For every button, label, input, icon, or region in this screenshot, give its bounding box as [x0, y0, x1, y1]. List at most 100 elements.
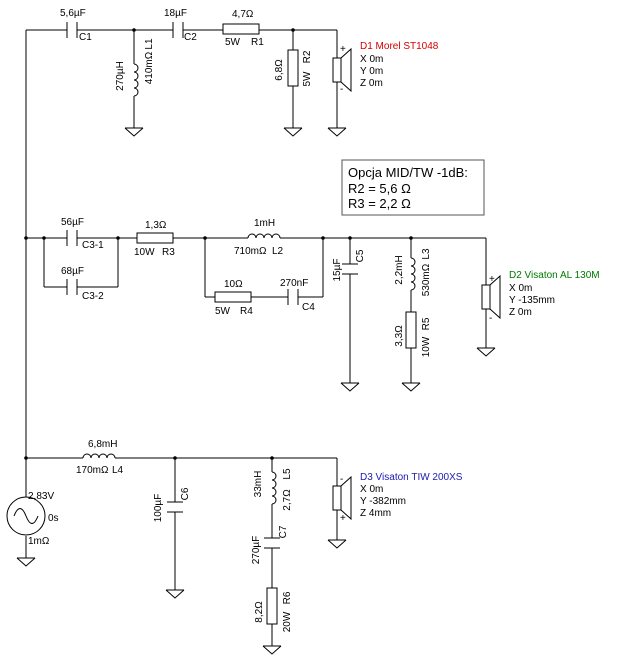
inductor-l3[interactable]: 2,2mH 530mΩ L3 — [394, 238, 432, 312]
c3-2-ref: C3-2 — [82, 291, 104, 302]
l5-res: 2,7Ω — [282, 489, 293, 511]
r3-ref: R3 — [162, 247, 175, 258]
capacitor-c4[interactable]: 270nF C4 — [280, 278, 315, 313]
r6-power: 20W — [282, 611, 293, 632]
r6-value: 8,2Ω — [254, 601, 265, 623]
tweeter-branch: 5,6µF C1 18µF C2 4,7Ω 5W R1 270µH 410mΩ … — [26, 8, 439, 137]
woofer-branch: 6,8mH 170mΩ L4 100µF C6 33mH 2,7Ω L5 — [24, 439, 463, 655]
capacitor-c3-2[interactable]: 68µF C3-2 — [61, 266, 104, 302]
ground-symbol — [340, 382, 360, 392]
inductor-l2[interactable]: 1mH 710mΩ L2 — [234, 218, 284, 257]
r1-ref: R1 — [251, 37, 264, 48]
ground-symbol — [165, 589, 185, 599]
r3-power: 10W — [134, 247, 155, 258]
l1-res: 410mΩ — [144, 51, 155, 84]
speaker-d2[interactable]: + - D2 Visaton AL 130M X 0m Y -135mm Z 0… — [481, 238, 600, 348]
r1-value: 4,7Ω — [232, 9, 254, 20]
c5-value: 15µF — [332, 259, 343, 282]
resistor-r2[interactable]: 6,8Ω 5W R2 — [274, 30, 313, 128]
midrange-branch: 56µF C3-1 68µF C3-2 1,3Ω 10W R3 1mH 710m… — [24, 217, 600, 392]
c2-value: 18µF — [164, 8, 187, 19]
d3-name: D3 Visaton TIW 200XS — [360, 472, 463, 483]
ground-symbol — [327, 127, 347, 137]
resistor-r5[interactable]: 3,3Ω 10W R5 — [394, 311, 432, 383]
d2-plus: + — [489, 274, 495, 285]
r2-power: 5W — [302, 71, 313, 87]
r4-value: 10Ω — [224, 279, 243, 290]
note-line2: R3 = 2,2 Ω — [348, 196, 411, 211]
capacitor-c1[interactable]: 5,6µF C1 — [60, 8, 92, 43]
note-title: Opcja MID/TW -1dB: — [348, 165, 468, 180]
d3-x: X 0m — [360, 484, 383, 495]
d2-z: Z 0m — [509, 307, 532, 318]
inductor-l5[interactable]: 33mH 2,7Ω L5 — [253, 458, 293, 538]
c3-1-value: 56µF — [61, 217, 84, 228]
resistor-r6[interactable]: 8,2Ω 20W R6 — [254, 587, 293, 646]
l1-value: 270µH — [115, 61, 126, 91]
d3-y: Y -382mm — [360, 496, 406, 507]
capacitor-c5[interactable]: 15µF C5 — [332, 238, 366, 383]
ground-symbol — [401, 382, 421, 392]
r3-value: 1,3Ω — [145, 220, 167, 231]
c1-ref: C1 — [79, 32, 92, 43]
ground-symbol — [124, 127, 144, 137]
c4-ref: C4 — [302, 302, 315, 313]
r5-power: 10W — [421, 336, 432, 357]
l4-value: 6,8mH — [88, 439, 117, 450]
d1-plus: + — [340, 44, 346, 55]
c6-value: 100µF — [153, 494, 164, 523]
d2-minus: - — [489, 313, 492, 324]
d1-z: Z 0m — [360, 78, 383, 89]
l2-value: 1mH — [254, 218, 275, 229]
inductor-l1[interactable]: 270µH 410mΩ L1 — [115, 30, 155, 128]
resistor-r1[interactable]: 4,7Ω 5W R1 — [222, 9, 264, 48]
c5-ref: C5 — [355, 249, 366, 262]
ground-symbol — [327, 539, 347, 549]
d2-name: D2 Visaton AL 130M — [509, 270, 600, 281]
l5-value: 33mH — [253, 471, 264, 498]
r2-value: 6,8Ω — [274, 59, 285, 81]
l5-ref: L5 — [282, 468, 293, 480]
r2-ref: R2 — [302, 50, 313, 63]
l4-res: 170mΩ — [76, 465, 109, 476]
d1-x: X 0m — [360, 54, 383, 65]
c4-value: 270nF — [280, 278, 308, 289]
c2-ref: C2 — [184, 32, 197, 43]
source-voltage: 2,83V — [28, 491, 54, 502]
resistor-r3[interactable]: 1,3Ω 10W R3 — [134, 220, 175, 258]
l2-ref: L2 — [272, 246, 284, 257]
r1-power: 5W — [225, 37, 241, 48]
resistor-r4[interactable]: 10Ω 5W R4 — [214, 279, 253, 317]
l4-ref: L4 — [112, 465, 124, 476]
note-line1: R2 = 5,6 Ω — [348, 181, 411, 196]
ground-symbol — [262, 645, 282, 655]
d3-minus: - — [340, 474, 343, 485]
signal-source[interactable]: 2,83V 0s 1mΩ — [6, 491, 59, 547]
d1-minus: - — [340, 84, 343, 95]
c6-ref: C6 — [180, 487, 191, 500]
speaker-d3[interactable]: - + D3 Visaton TIW 200XS X 0m Y -382mm Z… — [332, 458, 463, 540]
speaker-d1[interactable]: + - D1 Morel ST1048 X 0m Y 0m Z 0m — [332, 30, 439, 128]
r4-ref: R4 — [240, 306, 253, 317]
c1-value: 5,6µF — [60, 8, 86, 19]
d1-y: Y 0m — [360, 66, 383, 77]
inductor-l4[interactable]: 6,8mH 170mΩ L4 — [76, 439, 124, 476]
l3-ref: L3 — [421, 248, 432, 260]
r5-value: 3,3Ω — [394, 325, 405, 347]
d3-plus: + — [340, 513, 346, 524]
r5-ref: R5 — [421, 317, 432, 330]
r6-ref: R6 — [282, 591, 293, 604]
d2-y: Y -135mm — [509, 295, 555, 306]
ground-symbol — [283, 127, 303, 137]
c7-ref: C7 — [278, 525, 289, 538]
capacitor-c6[interactable]: 100µF C6 — [153, 458, 191, 590]
capacitor-c2[interactable]: 18µF C2 — [164, 8, 197, 43]
ground-symbol — [16, 557, 36, 567]
c3-2-value: 68µF — [61, 266, 84, 277]
note-box: Opcja MID/TW -1dB: R2 = 5,6 Ω R3 = 2,2 Ω — [341, 159, 485, 216]
r4-power: 5W — [215, 306, 231, 317]
capacitor-c3-1[interactable]: 56µF C3-1 — [61, 217, 104, 251]
l1-ref: L1 — [144, 38, 155, 50]
capacitor-c7[interactable]: 270µF C7 — [251, 525, 289, 588]
